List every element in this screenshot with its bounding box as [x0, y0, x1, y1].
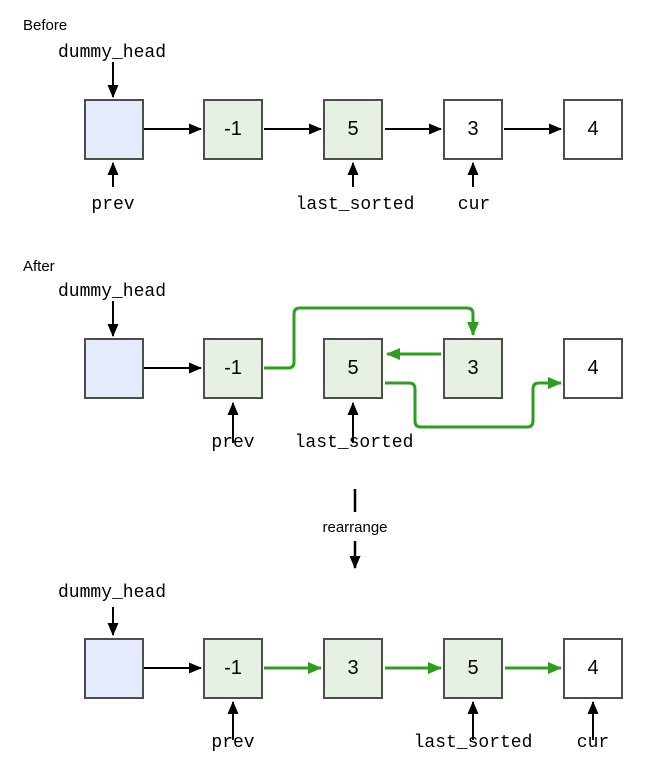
after-link-5-to-4	[385, 377, 562, 429]
before-node-3: 3	[443, 99, 503, 160]
after-node-3: 3	[443, 338, 503, 399]
final-node-4: 4	[563, 638, 623, 699]
after-node-4: 4	[563, 338, 623, 399]
before-node-dummy	[84, 99, 144, 160]
after-last-sorted-label: last_sorted	[294, 433, 414, 453]
final-cur-label: cur	[576, 733, 610, 753]
after-node-neg1: -1	[203, 338, 263, 399]
final-node-5: 5	[443, 638, 503, 699]
rearrange-label: rearrange	[322, 519, 388, 536]
final-last-sorted-label: last_sorted	[413, 733, 533, 753]
before-node-4: 4	[563, 99, 623, 160]
after-node-dummy	[84, 338, 144, 399]
final-prev-label: prev	[211, 733, 255, 753]
before-node-neg1: -1	[203, 99, 263, 160]
final-node-neg1: -1	[203, 638, 263, 699]
before-last-sorted-label: last_sorted	[295, 195, 415, 215]
after-link-neg1-to-3	[264, 306, 479, 370]
before-section-title: Before	[23, 17, 68, 34]
after-section-title: After	[23, 258, 55, 275]
after-prev-label: prev	[211, 433, 255, 453]
final-dummy-head-label: dummy_head	[57, 583, 167, 603]
before-node-5: 5	[323, 99, 383, 160]
before-cur-label: cur	[457, 195, 491, 215]
final-node-dummy	[84, 638, 144, 699]
before-dummy-head-label: dummy_head	[57, 43, 167, 63]
after-dummy-head-label: dummy_head	[57, 282, 167, 302]
final-node-3: 3	[323, 638, 383, 699]
before-prev-label: prev	[91, 195, 135, 215]
after-node-5: 5	[323, 338, 383, 399]
